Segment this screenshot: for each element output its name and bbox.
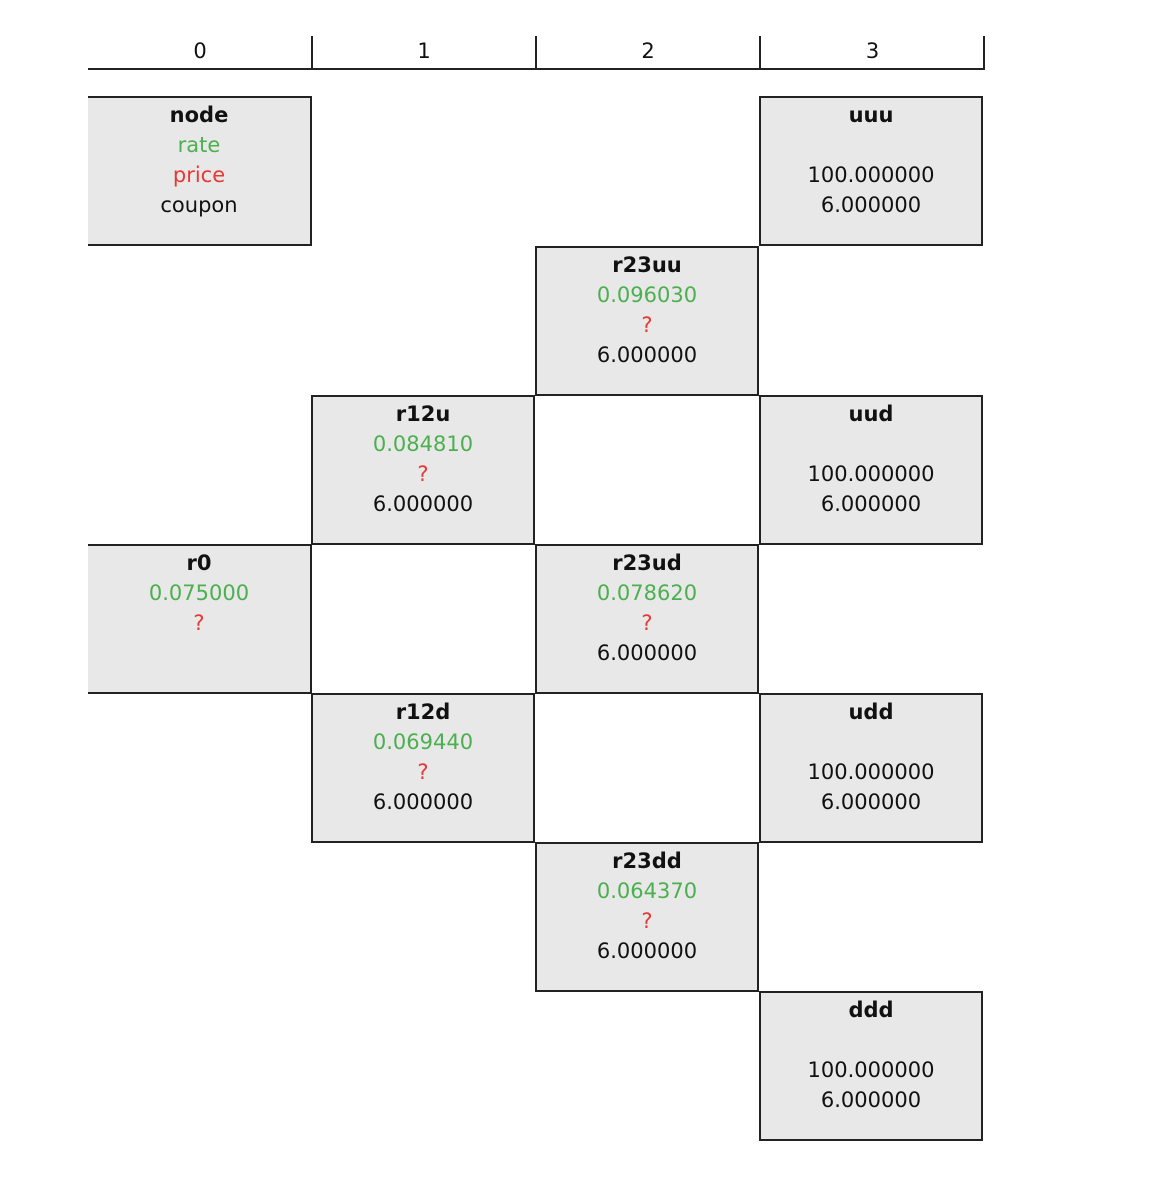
legend-node-label: node (169, 103, 229, 127)
tree-node-r23ud: r23ud 0.078620 ? 6.000000 (535, 544, 759, 694)
node-price: 100.000000 (807, 163, 935, 187)
node-rate (761, 429, 981, 459)
node-price: 100.000000 (807, 1058, 935, 1082)
node-rate: 0.064370 (596, 879, 698, 903)
column-divider (983, 36, 985, 68)
node-rate (761, 1025, 981, 1055)
node-name: ddd (848, 998, 894, 1022)
column-header-row: 0 1 2 3 (88, 36, 985, 70)
column-header-2: 2 (641, 39, 655, 63)
column-divider (311, 36, 313, 68)
tree-node-r0: r0 0.075000 ? (88, 544, 312, 694)
node-coupon: 6.000000 (820, 492, 922, 516)
tree-node-r12u: r12u 0.084810 ? 6.000000 (311, 395, 535, 545)
tree-node-uuu: uuu 100.000000 6.000000 (759, 96, 983, 246)
column-divider (759, 36, 761, 68)
node-rate (761, 727, 981, 757)
tree-node-udd: udd 100.000000 6.000000 (759, 693, 983, 843)
node-price: 100.000000 (807, 462, 935, 486)
node-price: 100.000000 (807, 760, 935, 784)
tree-node-r12d: r12d 0.069440 ? 6.000000 (311, 693, 535, 843)
node-price: ? (417, 462, 429, 486)
node-name: r0 (186, 551, 212, 575)
node-name: r12u (395, 402, 451, 426)
legend-price-label: price (172, 163, 226, 187)
tree-node-r23uu: r23uu 0.096030 ? 6.000000 (535, 246, 759, 396)
node-name: r12d (395, 700, 451, 724)
node-coupon: 6.000000 (596, 641, 698, 665)
node-rate: 0.096030 (596, 283, 698, 307)
node-coupon: 6.000000 (372, 492, 474, 516)
column-divider (535, 36, 537, 68)
node-price: ? (641, 611, 653, 635)
node-price: ? (193, 611, 205, 635)
node-coupon: 6.000000 (596, 343, 698, 367)
node-rate (761, 130, 981, 160)
node-name: r23dd (612, 849, 682, 873)
node-rate: 0.084810 (372, 432, 474, 456)
node-rate: 0.078620 (596, 581, 698, 605)
legend-node: node rate price coupon (88, 96, 312, 246)
node-coupon: 6.000000 (596, 939, 698, 963)
node-coupon (88, 638, 310, 668)
column-header-0: 0 (193, 39, 207, 63)
node-name: udd (848, 700, 894, 724)
node-coupon: 6.000000 (820, 193, 922, 217)
tree-node-uud: uud 100.000000 6.000000 (759, 395, 983, 545)
node-coupon: 6.000000 (820, 790, 922, 814)
node-price: ? (417, 760, 429, 784)
legend-rate-label: rate (177, 133, 221, 157)
node-coupon: 6.000000 (820, 1088, 922, 1112)
node-price: ? (641, 313, 653, 337)
node-price: ? (641, 909, 653, 933)
column-header-1: 1 (417, 39, 431, 63)
node-name: uuu (848, 103, 894, 127)
node-name: r23uu (612, 253, 682, 277)
node-rate: 0.069440 (372, 730, 474, 754)
node-rate: 0.075000 (148, 581, 250, 605)
node-name: r23ud (612, 551, 682, 575)
tree-node-ddd: ddd 100.000000 6.000000 (759, 991, 983, 1141)
legend-coupon-label: coupon (160, 193, 238, 217)
node-coupon: 6.000000 (372, 790, 474, 814)
tree-node-r23dd: r23dd 0.064370 ? 6.000000 (535, 842, 759, 992)
column-header-3: 3 (865, 39, 880, 63)
node-name: uud (848, 402, 894, 426)
